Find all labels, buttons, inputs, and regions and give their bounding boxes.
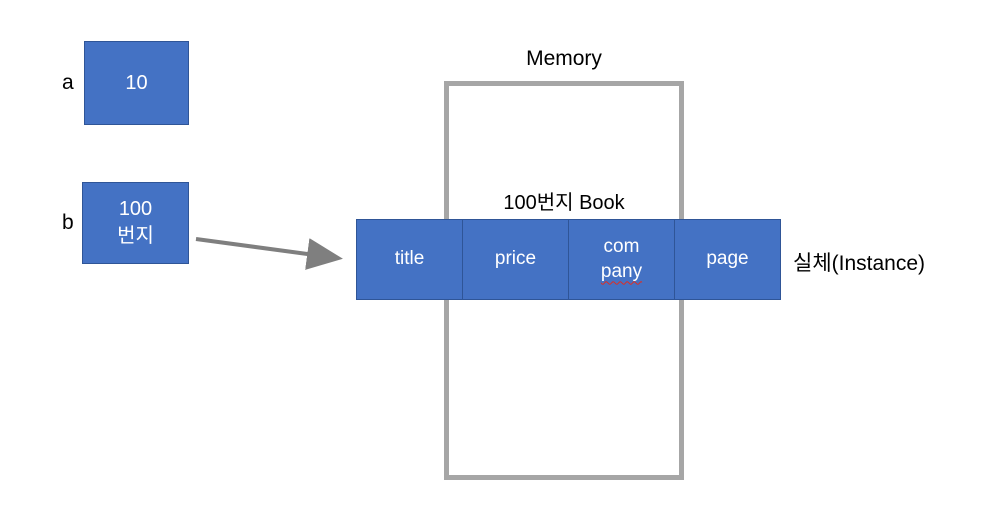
field-page-label: page <box>706 248 749 270</box>
field-price-label: price <box>494 248 537 270</box>
field-title-label: title <box>394 248 425 270</box>
instance-side-label: 실체(Instance) <box>793 252 926 275</box>
field-cell-price: price <box>463 220 569 299</box>
field-cell-company: com pany <box>569 220 675 299</box>
variable-b-value-box: 100 번지 <box>82 182 189 264</box>
reference-arrow-icon <box>195 237 343 270</box>
instance-field-row: title price com pany page <box>356 219 781 300</box>
field-company-label-line2: pany <box>600 260 643 282</box>
variable-a-label: a <box>62 71 74 94</box>
memory-title: Memory <box>526 47 602 70</box>
variable-a-value-box: 10 <box>84 41 189 125</box>
field-cell-page: page <box>675 220 780 299</box>
variable-b-label: b <box>62 211 74 234</box>
field-company-label-line1: com <box>603 235 640 257</box>
instance-caption: 100번지 Book <box>503 192 625 214</box>
field-cell-title: title <box>357 220 463 299</box>
